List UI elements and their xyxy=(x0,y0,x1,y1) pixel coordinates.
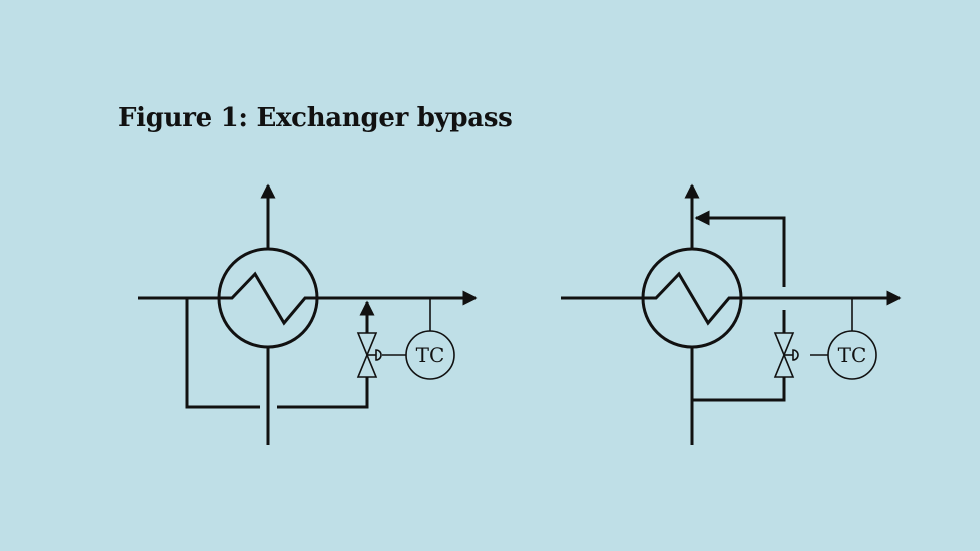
control-valve-icon xyxy=(773,332,795,378)
control-valve-icon xyxy=(356,332,378,378)
exchanger-coil xyxy=(219,271,317,326)
bypass-return-arrow xyxy=(694,210,786,287)
valve-actuator-icon xyxy=(792,349,799,361)
bypass-line xyxy=(692,377,786,402)
temperature-controller-icon xyxy=(827,330,877,380)
controller-label: TC xyxy=(416,343,445,367)
bypass-line xyxy=(185,298,260,409)
exchanger-coil xyxy=(643,271,741,326)
controller-label: TC xyxy=(838,343,867,367)
figure-title: Figure 1: Exchanger bypass xyxy=(118,103,513,133)
temperature-controller-icon xyxy=(405,330,455,380)
bypass-line xyxy=(277,377,369,409)
exchanger-bypass-diagram-2: TC xyxy=(561,183,902,445)
valve-actuator-icon xyxy=(375,349,382,361)
exchanger-bypass-diagram-1: TC xyxy=(138,183,478,445)
